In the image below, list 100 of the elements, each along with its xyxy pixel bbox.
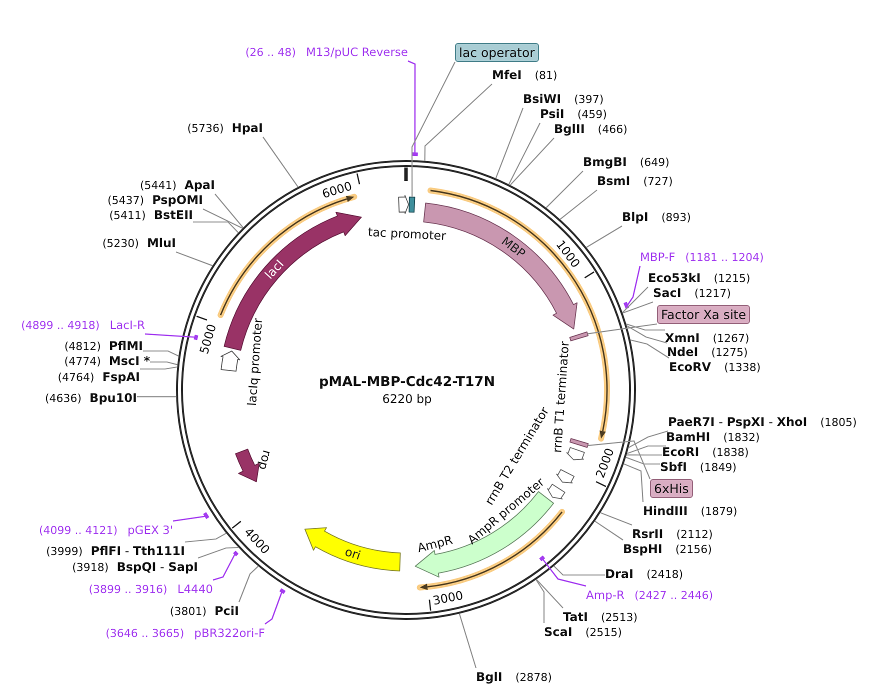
- leader-line: [626, 454, 662, 456]
- primer-mark: [412, 152, 418, 156]
- feature-label: AmpR: [416, 532, 454, 556]
- enzyme-site-label: (5437) PspOMI: [107, 191, 203, 209]
- leader-line: [554, 566, 605, 576]
- enzyme-site-label: TatI (2513): [563, 608, 638, 626]
- enzyme-site-label: (5736) HpaI: [187, 119, 263, 137]
- leader-line: [624, 463, 644, 502]
- leader-line: [193, 221, 239, 233]
- operator-feature: [408, 196, 416, 213]
- leader-line: [542, 559, 586, 587]
- leader-line: [458, 614, 477, 668]
- enzyme-site-label: SacI (1217): [653, 284, 731, 302]
- leader-line: [150, 361, 178, 366]
- leader-line: [508, 122, 540, 185]
- feature-label: rrnB T1 terminator: [550, 340, 572, 454]
- leader-line: [594, 520, 624, 540]
- primer-mark: [539, 556, 545, 562]
- primer-label: (4899 .. 4918) LacI-R: [21, 316, 145, 334]
- enzyme-site-label: RsrII (2112): [632, 525, 713, 543]
- leader-line: [202, 208, 243, 229]
- leader-line: [536, 579, 564, 608]
- enzyme-site-label: BsmI (727): [597, 172, 673, 190]
- enzyme-site-label: BspHI (2156): [623, 540, 712, 558]
- leader-line: [143, 350, 179, 356]
- leader-line: [214, 194, 244, 228]
- promoter-feature: [398, 195, 410, 214]
- promoter-feature: [220, 350, 240, 372]
- feature-label: rop: [256, 448, 274, 472]
- enzyme-site-label: BsiWI (397): [523, 90, 604, 108]
- feature-tag: 6xHis: [650, 479, 693, 498]
- enzyme-site-label: (3918) BspQI - SapI: [72, 558, 198, 576]
- leader-line: [137, 396, 176, 398]
- gene-name: MBP: [498, 234, 528, 261]
- site-feature: [569, 331, 589, 342]
- origin-feature: [304, 527, 401, 572]
- primer-label: Amp-R (2427 .. 2446): [586, 586, 714, 604]
- leader-line: [622, 301, 654, 314]
- leader-line: [172, 516, 205, 522]
- feature-tag: Factor Xa site: [657, 305, 750, 324]
- enzyme-site-label: DraI (2418): [605, 565, 684, 583]
- enzyme-site-label: BamHI (1832): [666, 428, 760, 446]
- plasmid-size: 6220 bp: [382, 392, 432, 406]
- leader-line: [495, 108, 524, 178]
- gene-name: ori: [343, 544, 362, 563]
- scale-label: 6000: [320, 178, 354, 201]
- leader-line: [586, 226, 622, 248]
- feature-tag: lac operator: [455, 43, 539, 62]
- leader-line: [411, 62, 456, 198]
- leader-line: [628, 430, 668, 448]
- enzyme-site-label: EcoRV (1338): [669, 358, 761, 376]
- enzyme-site-label: (5230) MluI: [102, 234, 176, 252]
- leader-line: [238, 566, 259, 602]
- enzyme-site-label: Eco53kI (1215): [648, 269, 750, 287]
- leader-line: [262, 136, 298, 188]
- enzyme-site-label: ScaI (2515): [544, 623, 622, 641]
- scale-label: 5000: [197, 322, 220, 356]
- leader-line: [510, 138, 554, 186]
- leader-line: [626, 323, 665, 331]
- promoter-feature: [547, 484, 566, 500]
- enzyme-site-label: (4812) PflMI: [64, 337, 143, 355]
- leader-line: [184, 532, 226, 543]
- leader-line: [587, 323, 658, 334]
- enzyme-site-label: (4774) MscI *: [64, 352, 150, 370]
- scale-label: 3000: [432, 588, 465, 608]
- enzyme-site-label: (5441) ApaI: [140, 176, 215, 194]
- primer-label: (26 .. 48) M13/pUC Reverse: [245, 43, 408, 61]
- enzyme-site-label: PsiI (459): [540, 105, 607, 123]
- terminator-feature: [566, 447, 585, 460]
- leader-line: [626, 445, 666, 454]
- enzyme-site-label: MfeI (81): [492, 66, 558, 84]
- primer-label: (3646 .. 3665) pBR322ori-F: [106, 624, 265, 642]
- leader-line: [176, 251, 213, 266]
- enzyme-site-label: (4764) FspAI: [58, 368, 140, 386]
- enzyme-site-label: BlpI (893): [622, 208, 691, 226]
- plasmid-name: pMAL-MBP-Cdc42-T17N: [319, 375, 495, 389]
- feature-label: tac promoter: [368, 224, 446, 244]
- leader-line: [212, 554, 236, 581]
- leader-line: [536, 579, 545, 623]
- feature-label: lacIq promoter: [244, 318, 266, 406]
- enzyme-site-label: (3999) PflFI - Tth111I: [46, 542, 185, 560]
- primer-label: (3899 .. 3916) L4440: [88, 580, 213, 598]
- enzyme-site-label: (4636) Bpu10I: [44, 389, 137, 407]
- leader-line: [630, 339, 670, 358]
- leader-line: [408, 60, 416, 153]
- gene-name: lacI: [262, 257, 287, 282]
- enzyme-site-label: (5411) BstEII: [109, 206, 193, 224]
- enzyme-site-label: SbfI (1849): [660, 458, 736, 476]
- enzyme-site-label: BmgBI (649): [583, 153, 670, 171]
- leader-line: [588, 440, 650, 480]
- leader-line: [600, 512, 632, 526]
- site-feature: [570, 438, 589, 448]
- enzyme-site-label: PaeR7I - PspXI - XhoI (1805): [668, 413, 857, 431]
- leader-line: [424, 84, 492, 161]
- leader-line: [626, 325, 668, 344]
- enzyme-site-label: (3801) PciI: [170, 602, 239, 620]
- terminator-feature: [556, 469, 575, 484]
- enzyme-site-label: HindIII (1879): [643, 502, 738, 520]
- leader-line: [622, 286, 648, 313]
- enzyme-site-label: EcoRI (1838): [662, 443, 749, 461]
